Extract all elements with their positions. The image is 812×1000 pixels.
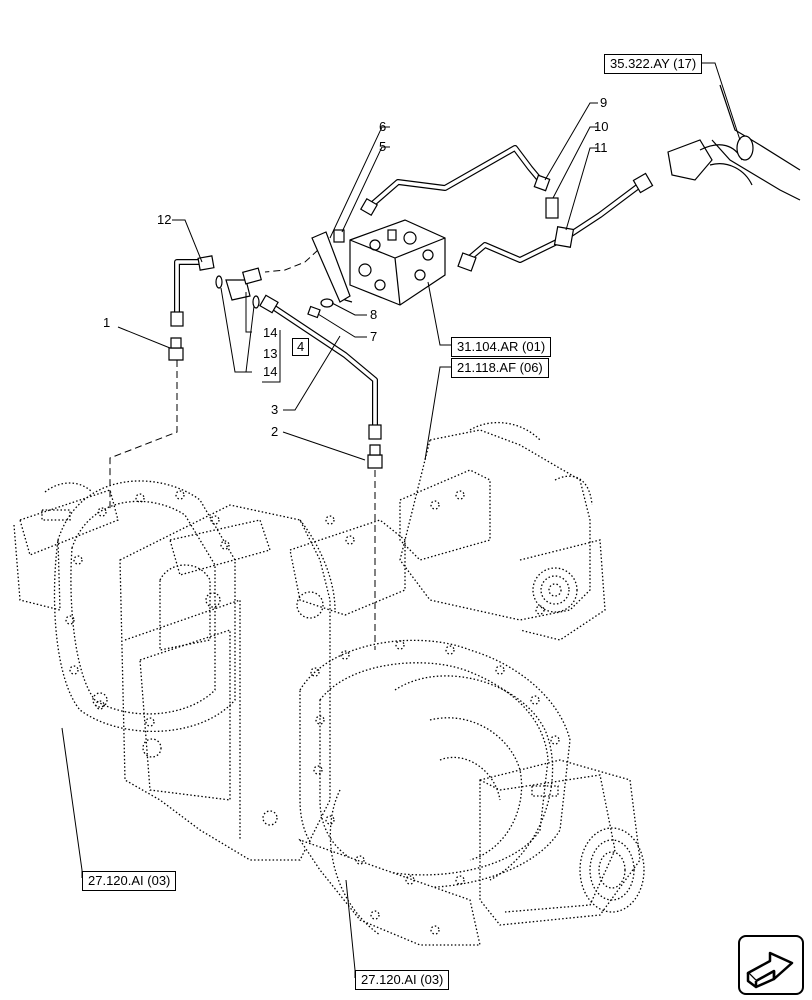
callout-8: 8 xyxy=(370,307,378,322)
reference-27-120-ai-left[interactable]: 27.120.AI (03) xyxy=(82,871,177,891)
callout-1: 1 xyxy=(103,315,111,330)
callout-2: 2 xyxy=(271,424,279,439)
callout-13: 13 xyxy=(263,346,278,361)
fittings xyxy=(168,84,801,469)
callout-11: 11 xyxy=(594,140,608,155)
transmission-housing xyxy=(13,421,645,946)
callout-9: 9 xyxy=(600,95,608,110)
next-page-arrow-icon[interactable] xyxy=(738,935,804,995)
callout-3: 3 xyxy=(271,402,279,417)
callout-14-upper: 14 xyxy=(263,325,278,340)
hydraulic-pipes xyxy=(174,145,643,431)
callout-6: 6 xyxy=(379,119,387,134)
reference-27-120-ai-bottom[interactable]: 27.120.AI (03) xyxy=(355,970,450,990)
callout-10: 10 xyxy=(594,119,609,134)
callout-7: 7 xyxy=(370,329,378,344)
reference-35-322-ay[interactable]: 35.322.AY (17) xyxy=(604,54,703,74)
callout-4: 4 xyxy=(292,338,310,356)
callout-5: 5 xyxy=(379,139,387,154)
reference-31-104-ar[interactable]: 31.104.AR (01) xyxy=(451,337,552,357)
reference-21-118-af[interactable]: 21.118.AF (06) xyxy=(451,358,549,378)
assembly-lines xyxy=(109,249,376,650)
callout-14-lower: 14 xyxy=(263,364,278,379)
arrow-glyph xyxy=(746,951,794,989)
leader-lines xyxy=(61,62,741,978)
callout-12: 12 xyxy=(157,212,172,227)
